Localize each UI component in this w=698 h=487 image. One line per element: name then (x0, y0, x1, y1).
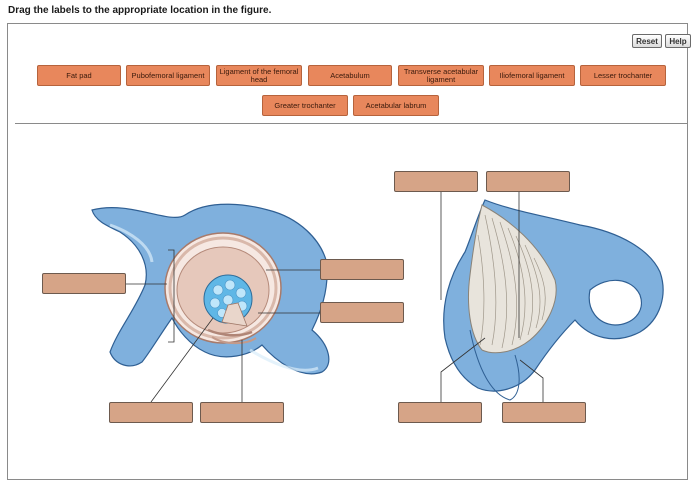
drop-target-9[interactable] (502, 402, 586, 423)
leader-lines (126, 192, 544, 403)
label-chip-ligament-of-femoral-head[interactable]: Ligament of the femoral head (216, 65, 302, 86)
acetabulum-illustration (91, 203, 330, 375)
instruction-text: Drag the labels to the appropriate locat… (8, 5, 272, 16)
drop-target-8[interactable] (398, 402, 482, 423)
drop-target-2[interactable] (320, 259, 404, 280)
label-chip-iliofemoral-ligament[interactable]: Iliofemoral ligament (489, 65, 575, 86)
drop-target-3[interactable] (320, 302, 404, 323)
drop-target-6[interactable] (394, 171, 478, 192)
label-bank (15, 58, 688, 124)
label-chip-acetabulum[interactable]: Acetabulum (308, 65, 392, 86)
drop-target-4[interactable] (109, 402, 193, 423)
drop-target-1[interactable] (42, 273, 126, 294)
label-chip-lesser-trochanter[interactable]: Lesser trochanter (580, 65, 666, 86)
drop-target-5[interactable] (200, 402, 284, 423)
reset-button[interactable]: Reset (632, 34, 662, 48)
hip-ligament-illustration (443, 199, 664, 401)
label-chip-pubofemoral-ligament[interactable]: Pubofemoral ligament (126, 65, 210, 86)
help-button[interactable]: Help (665, 34, 691, 48)
drop-target-7[interactable] (486, 171, 570, 192)
label-chip-greater-trochanter[interactable]: Greater trochanter (262, 95, 348, 116)
label-chip-transverse-acetabular-ligament[interactable]: Transverse acetabular ligament (398, 65, 484, 86)
label-chip-fat-pad[interactable]: Fat pad (37, 65, 121, 86)
label-chip-acetabular-labrum[interactable]: Acetabular labrum (353, 95, 439, 116)
